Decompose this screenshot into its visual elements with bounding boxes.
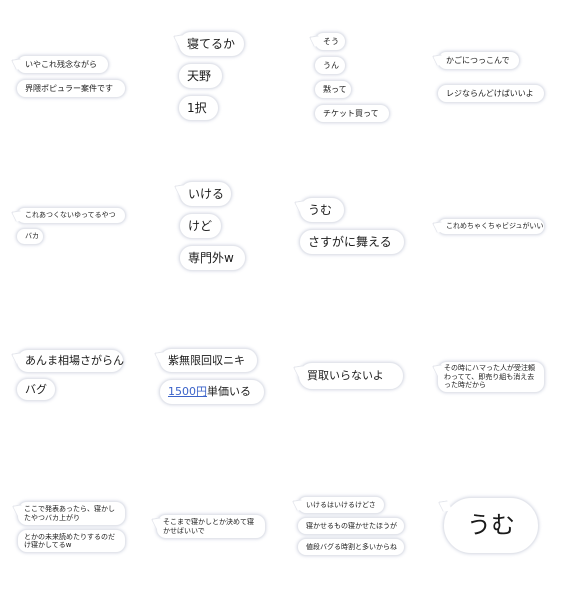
chat-bubble: 値段バグる時割と多いからね: [297, 538, 405, 556]
bubble-text: とかの未来読めたりするのだけ寝かしてるw: [24, 532, 115, 549]
bubble-text: いけるはいけるけどさ: [306, 500, 376, 509]
bubble-text: 単価いる: [207, 385, 251, 399]
bubble-text: 買取いらないよ: [307, 369, 384, 383]
chat-bubble: バカ: [16, 228, 44, 245]
bubble-text: いやこれ残念ながら: [25, 59, 97, 69]
chat-bubble: さすがに舞える: [299, 229, 405, 255]
bubble-text: うむ: [467, 511, 515, 540]
bubble-text: けど: [188, 218, 213, 233]
bubble-text: いける: [188, 186, 225, 201]
bubble-text: うむ: [308, 202, 333, 217]
price-link[interactable]: 1500円: [168, 385, 207, 399]
bubble-text: レジならんどけばいいよ: [446, 88, 534, 98]
bubble-text: かごにつっこんで: [446, 55, 510, 65]
chat-bubble: とかの未来読めたりするのだけ寝かしてるw: [17, 529, 126, 553]
chat-bubble: 1択: [178, 95, 219, 121]
chat-bubble: かごにつっこんで: [437, 51, 520, 70]
bubble-text: そこまで寝かしとか決めて寝かせばいいで: [163, 518, 254, 535]
chat-bubble: その時にハマった人が受注頼わってて、即売り組も消え去った時だから: [437, 361, 545, 393]
bubble-text: 値段バグる時割と多いからね: [306, 542, 397, 551]
bubble-text: チケット買って: [323, 108, 379, 118]
chat-bubble: これめちゃくちゃビジュがいい: [437, 218, 545, 235]
bubble-text: 天野: [187, 68, 212, 83]
bubble-text: これめちゃくちゃビジュがいい: [446, 222, 544, 231]
bubble-text: 専門外w: [188, 250, 234, 265]
chat-bubble: 専門外w: [179, 245, 246, 271]
bubble-text: バグ: [25, 382, 47, 396]
chat-bubble: そこまで寝かしとか決めて寝かせばいいで: [156, 514, 266, 539]
chat-bubble: 寝てるか: [178, 31, 245, 57]
chat-bubble: うん: [314, 56, 346, 75]
bubble-text: ここで発表あったら、寝かしたやつバカ上がり: [24, 505, 115, 522]
chat-bubble: そう: [314, 32, 346, 51]
bubble-text: 界隈ポピュラー案件です: [25, 83, 113, 93]
chat-bubble: 寝かせるもの寝かせたほうが: [297, 517, 405, 535]
bubble-text: 黙って: [323, 84, 347, 94]
bubble-text: これあつくないゆってるやつ: [25, 211, 116, 220]
chat-bubble: 界隈ポピュラー案件です: [16, 79, 126, 98]
chat-bubble: 天野: [178, 63, 223, 89]
bubble-text: うん: [323, 60, 339, 70]
bubble-text: あんま相場さがらん: [25, 354, 124, 368]
bubble-text: 寝てるか: [187, 36, 236, 51]
chat-bubble: あんま相場さがらん: [16, 349, 124, 373]
chat-bubble: けど: [179, 213, 222, 239]
chat-bubble: いやこれ残念ながら: [16, 55, 109, 74]
chat-bubble: ここで発表あったら、寝かしたやつバカ上がり: [17, 501, 126, 526]
chat-bubble: チケット買って: [314, 104, 390, 123]
chat-bubble: バグ: [16, 378, 56, 401]
chat-bubble: 1500円単価いる: [159, 379, 265, 405]
chat-bubble: 紫無限回収ニキ: [159, 348, 258, 373]
chat-bubble: 買取いらないよ: [298, 362, 404, 390]
bubble-text: さすがに舞える: [308, 234, 392, 249]
chat-bubble: 黙って: [314, 80, 352, 99]
bubble-text: その時にハマった人が受注頼わってて、即売り組も消え去った時だから: [444, 364, 535, 390]
bubble-text: 寝かせるもの寝かせたほうが: [306, 521, 397, 530]
bubble-text: バカ: [25, 232, 39, 241]
chat-bubble: これあつくないゆってるやつ: [16, 207, 126, 224]
chat-bubble: いける: [179, 181, 232, 207]
bubble-text: 紫無限回収ニキ: [168, 353, 245, 367]
bubble-text: 1択: [187, 100, 207, 115]
bubble-text: そう: [323, 36, 339, 46]
chat-bubble: うむ: [443, 497, 539, 554]
chat-bubble: いけるはいけるけどさ: [297, 496, 385, 514]
chat-bubble: レジならんどけばいいよ: [437, 84, 545, 103]
chat-bubble: うむ: [299, 197, 345, 223]
